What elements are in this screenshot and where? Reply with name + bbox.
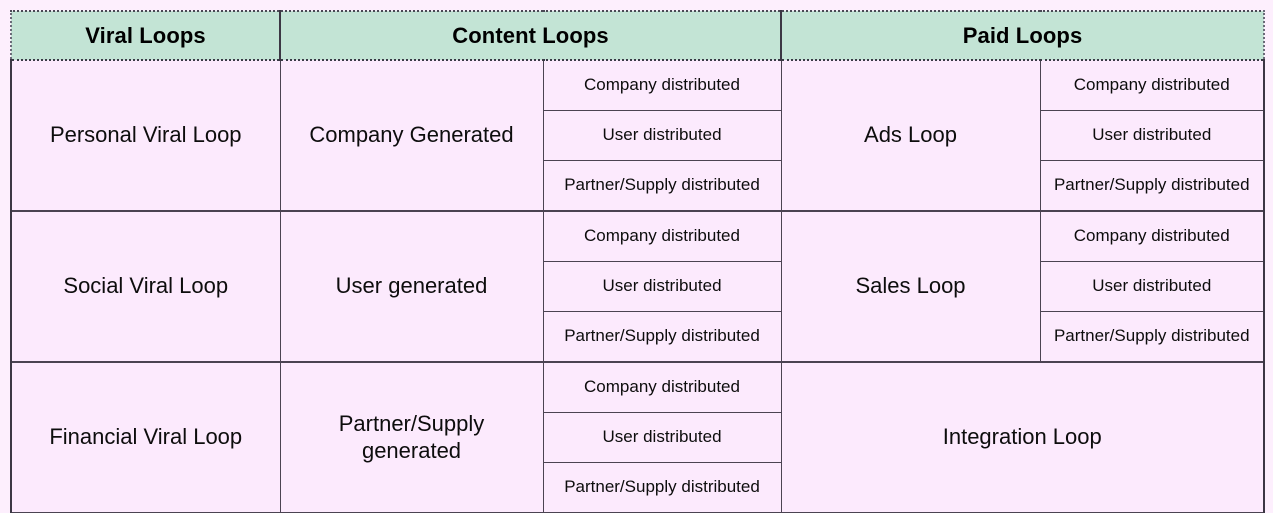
growth-loops-table: Viral Loops Content Loops Paid Loops Per… <box>10 10 1265 513</box>
header-viral-loops: Viral Loops <box>11 11 280 60</box>
table-row: Financial Viral Loop Partner/Supply gene… <box>11 362 1264 413</box>
table-row: Personal Viral Loop Company Generated Co… <box>11 60 1264 111</box>
cell-paid-sub-1-partner: Partner/Supply distributed <box>1040 161 1264 212</box>
cell-viral-loop-1: Personal Viral Loop <box>11 60 280 211</box>
cell-paid-loop-1: Ads Loop <box>781 60 1040 211</box>
table-header: Viral Loops Content Loops Paid Loops <box>11 11 1264 60</box>
cell-paid-sub-2-company: Company distributed <box>1040 211 1264 262</box>
cell-viral-loop-3: Financial Viral Loop <box>11 362 280 513</box>
table-row: Social Viral Loop User generated Company… <box>11 211 1264 262</box>
cell-paid-loop-2: Sales Loop <box>781 211 1040 362</box>
cell-content-sub-3-user: User distributed <box>543 413 781 463</box>
cell-viral-loop-2: Social Viral Loop <box>11 211 280 362</box>
cell-content-loop-1: Company Generated <box>280 60 543 211</box>
cell-content-loop-3: Partner/Supply generated <box>280 362 543 513</box>
cell-paid-loop-3: Integration Loop <box>781 362 1264 513</box>
header-row: Viral Loops Content Loops Paid Loops <box>11 11 1264 60</box>
cell-content-sub-1-user: User distributed <box>543 111 781 161</box>
cell-content-sub-2-user: User distributed <box>543 262 781 312</box>
header-paid-loops: Paid Loops <box>781 11 1264 60</box>
header-content-loops: Content Loops <box>280 11 781 60</box>
cell-content-sub-2-company: Company distributed <box>543 211 781 262</box>
cell-content-sub-2-partner: Partner/Supply distributed <box>543 312 781 363</box>
cell-paid-sub-1-user: User distributed <box>1040 111 1264 161</box>
cell-content-sub-1-company: Company distributed <box>543 60 781 111</box>
cell-content-sub-3-company: Company distributed <box>543 362 781 413</box>
cell-paid-sub-2-user: User distributed <box>1040 262 1264 312</box>
cell-content-sub-1-partner: Partner/Supply distributed <box>543 161 781 212</box>
cell-content-loop-2: User generated <box>280 211 543 362</box>
cell-content-sub-3-partner: Partner/Supply distributed <box>543 463 781 513</box>
table-body: Personal Viral Loop Company Generated Co… <box>11 60 1264 513</box>
cell-paid-sub-1-company: Company distributed <box>1040 60 1264 111</box>
cell-paid-sub-2-partner: Partner/Supply distributed <box>1040 312 1264 363</box>
